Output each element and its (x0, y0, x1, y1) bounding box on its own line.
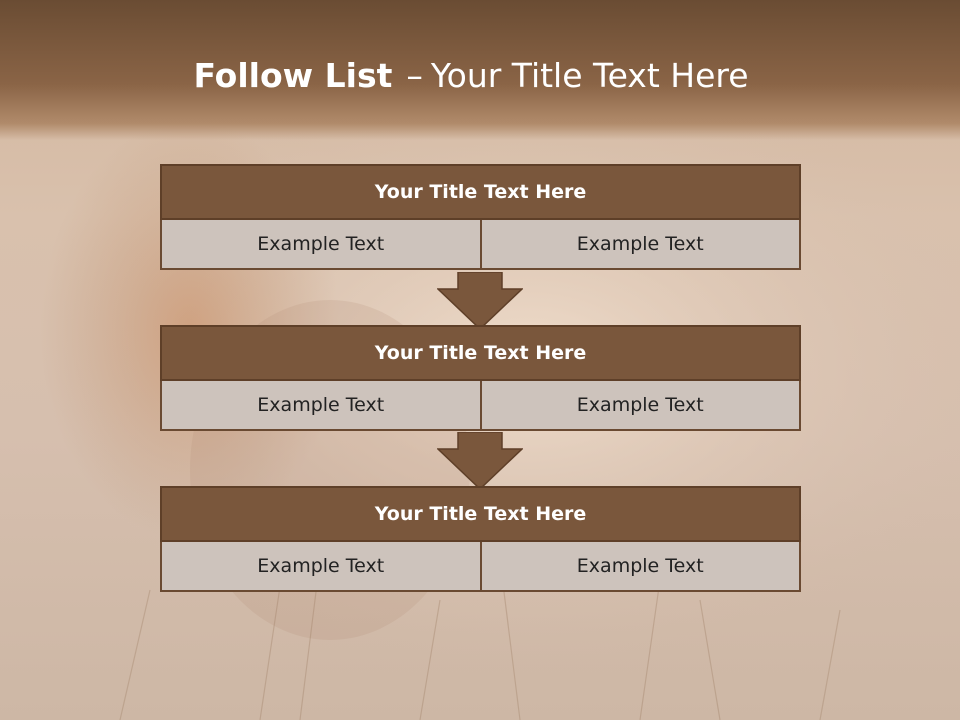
block-cell-left: Example Text (160, 542, 482, 592)
flow-block-2: Your Title Text Here Example Text Exampl… (160, 325, 801, 431)
slide-title-bold: Follow List (193, 56, 393, 95)
slide-title-rest: Your Title Text Here (430, 56, 749, 95)
block-row: Example Text Example Text (160, 542, 801, 592)
down-arrow-icon (437, 272, 523, 330)
block-row: Example Text Example Text (160, 220, 801, 270)
block-row: Example Text Example Text (160, 381, 801, 431)
header-band (0, 0, 960, 140)
flow-block-3: Your Title Text Here Example Text Exampl… (160, 486, 801, 592)
block-title: Your Title Text Here (160, 325, 801, 381)
flow-block-1: Your Title Text Here Example Text Exampl… (160, 164, 801, 270)
block-cell-right: Example Text (481, 542, 801, 592)
block-cell-left: Example Text (160, 381, 482, 431)
block-cell-left: Example Text (160, 220, 482, 270)
block-title: Your Title Text Here (160, 486, 801, 542)
slide-title-dash: – (406, 56, 423, 95)
block-title: Your Title Text Here (160, 164, 801, 220)
block-cell-right: Example Text (481, 220, 801, 270)
down-arrow-icon (437, 432, 523, 490)
block-cell-right: Example Text (481, 381, 801, 431)
slide-title: Follow List–Your Title Text Here (0, 52, 942, 100)
